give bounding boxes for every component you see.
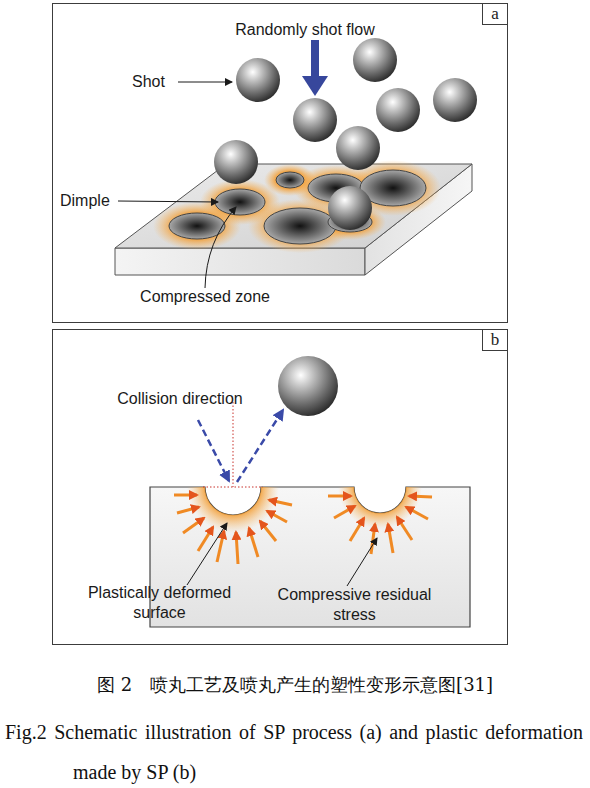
stress-arrow (217, 531, 224, 562)
stress-arrow (397, 517, 412, 540)
shot-sphere (336, 126, 380, 170)
stress-arrow (406, 507, 428, 519)
stress-arrows (174, 495, 432, 564)
stress-arrow (267, 511, 287, 522)
stress-arrow (388, 524, 393, 553)
leader-line (187, 523, 227, 585)
stress-arrow (177, 507, 199, 513)
normal-reference-line (233, 402, 234, 487)
callout-label: Randomly shot flow (205, 20, 405, 40)
shot-sphere (376, 88, 420, 132)
callout-label: Compressed zone (120, 287, 290, 307)
shot-sphere (433, 78, 477, 122)
callout-label: Collision direction (85, 389, 275, 409)
stress-arrow (249, 528, 258, 557)
plastic-zone-glow (338, 445, 422, 529)
stress-arrow (260, 521, 276, 541)
shot-sphere (214, 140, 258, 184)
slab-front-face (115, 248, 365, 275)
leader-line (347, 538, 377, 586)
panel-letter: a (482, 4, 507, 25)
leader-line (118, 201, 218, 202)
incoming-direction-arrow (198, 420, 229, 481)
shot-sphere (236, 58, 280, 102)
shot-sphere (293, 98, 337, 142)
surface-reference-line (203, 487, 263, 488)
rebound-direction-arrow (237, 410, 283, 482)
leader-line (205, 207, 236, 288)
panel-letter: b (482, 330, 507, 351)
shot-sphere (278, 356, 338, 416)
stress-arrow (350, 518, 364, 541)
deformed-layer (187, 441, 422, 533)
stress-arrow (371, 524, 375, 554)
stress-arrow (409, 496, 432, 497)
flow-arrow-head (302, 76, 328, 96)
dimple (264, 208, 336, 244)
stress-arrow (236, 532, 238, 564)
stress-arrow (334, 506, 355, 518)
stress-arrow (183, 518, 204, 533)
caption-english: Fig.2 Schematic illustration of SP proce… (5, 712, 583, 788)
shot-sphere (328, 186, 372, 230)
callout-label: Compressive residual stress (262, 585, 447, 625)
callout-label: Shot (132, 72, 178, 92)
caption-chinese: 图 2 喷丸工艺及喷丸产生的塑性变形示意图[31] (0, 673, 590, 697)
figure-panel: a (52, 3, 508, 323)
shot-sphere (353, 38, 397, 82)
leader-line (178, 82, 232, 83)
stress-arrow (269, 500, 292, 505)
dimple (215, 189, 265, 215)
stress-arrow (328, 495, 351, 498)
stress-arrow (174, 494, 197, 497)
callout-label: Dimple (60, 191, 120, 211)
dimple (169, 213, 225, 239)
flow-arrow-shaft (311, 40, 319, 78)
dimple (276, 172, 304, 188)
workpiece-block (150, 487, 470, 627)
callout-label: Plastically deformed surface (72, 583, 247, 623)
